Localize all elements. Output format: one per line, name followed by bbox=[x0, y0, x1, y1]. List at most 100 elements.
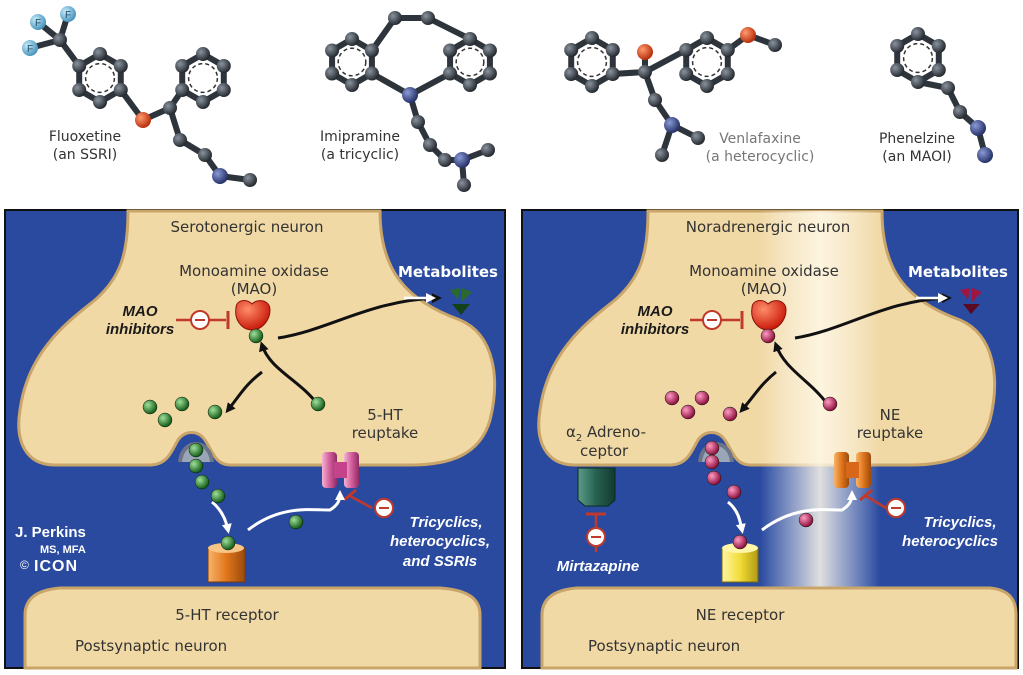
carbon-atom bbox=[364, 66, 379, 81]
transmitter-molecule bbox=[188, 458, 204, 474]
carbon-atom bbox=[648, 93, 662, 107]
left-mao-to-metabolites-arrow bbox=[277, 293, 442, 340]
imipramine-ring2-aromatic-ring bbox=[455, 47, 485, 77]
carbon-atom bbox=[482, 66, 497, 81]
right-reuptake-transporter bbox=[834, 452, 871, 488]
right-mirtazapine-label: Mirtazapine bbox=[557, 558, 640, 575]
right-panel: Noradrenergic neuron Monoamine oxidase (… bbox=[521, 209, 1019, 670]
oxygen-atom bbox=[135, 112, 151, 128]
carbon-atom bbox=[325, 43, 340, 58]
carbon-atom bbox=[911, 75, 925, 89]
right-cleft-arrow bbox=[761, 490, 857, 532]
fluorine-label: F bbox=[65, 10, 71, 21]
carbon-atom bbox=[364, 43, 379, 58]
carbon-atom bbox=[605, 43, 620, 57]
carbon-atom bbox=[175, 83, 190, 97]
carbon-atom bbox=[443, 66, 458, 81]
carbon-atom bbox=[768, 38, 782, 52]
carbon-atom bbox=[53, 33, 67, 47]
carbon-atom bbox=[93, 47, 107, 61]
nitrogen-atom bbox=[977, 147, 993, 163]
left-panel: Serotonergic neuron Monoamine oxidase (M… bbox=[4, 209, 506, 670]
transmitter-molecule bbox=[694, 390, 710, 406]
left-neuron-title: Serotonergic neuron bbox=[171, 218, 324, 236]
left-mao-line1: Monoamine oxidase bbox=[179, 262, 329, 280]
carbon-atom bbox=[463, 78, 477, 92]
transmitter-molecule bbox=[704, 440, 720, 456]
credit-logo: ICON bbox=[34, 558, 78, 575]
left-blocker-line2: heterocyclics, bbox=[390, 533, 490, 550]
nitrogen-atom bbox=[664, 117, 680, 133]
carbon-atom bbox=[564, 43, 579, 57]
right-blocker-line2: heterocyclics bbox=[902, 533, 998, 550]
right-postsynaptic-neuron bbox=[540, 586, 1018, 670]
carbon-atom bbox=[890, 63, 905, 77]
carbon-atom bbox=[605, 67, 620, 81]
right-reuptake-line1: NE bbox=[880, 406, 901, 424]
right-mao-to-metabolites-arrow bbox=[794, 293, 952, 340]
transmitter-molecule bbox=[664, 390, 680, 406]
right-mao-inhibitors-line1: MAO bbox=[638, 303, 673, 320]
fluorine-atom bbox=[60, 6, 76, 22]
right-alpha2-line1: α2 Adreno- bbox=[566, 423, 646, 444]
carbon-atom bbox=[931, 63, 946, 77]
left-mao-inhibitors-line2: inhibitors bbox=[106, 321, 174, 338]
carbon-atom bbox=[163, 101, 177, 115]
carbon-atom bbox=[325, 66, 340, 81]
left-receptor-label: 5-HT receptor bbox=[175, 606, 279, 624]
transmitter-molecule bbox=[760, 328, 776, 344]
oxygen-atom bbox=[637, 44, 653, 60]
left-mao-line2: (MAO) bbox=[231, 280, 277, 298]
transmitter-molecule bbox=[706, 470, 722, 486]
carbon-atom bbox=[345, 78, 359, 92]
phenelzine-label: Phenelzine (an MAOI) bbox=[862, 130, 972, 166]
transmitter-molecule bbox=[310, 396, 326, 412]
left-reuptake-inhibit-line bbox=[349, 494, 373, 510]
imipramine-name: Imipramine bbox=[320, 129, 400, 145]
carbon-atom bbox=[113, 59, 128, 73]
molecules-layer: FFF bbox=[22, 6, 993, 192]
left-reuptake-inhibit-bar bbox=[343, 488, 357, 502]
right-mao-inhibitors-line2: inhibitors bbox=[621, 321, 689, 338]
transmitter-molecule bbox=[248, 328, 264, 344]
left-reuptake-to-vesicle-arrow bbox=[225, 370, 263, 414]
nitrogen-atom bbox=[212, 168, 228, 184]
transmitter-molecule bbox=[157, 412, 173, 428]
molecule-structures: FFF bbox=[22, 6, 993, 192]
carbon-atom bbox=[700, 79, 714, 93]
right-receptor-label: NE receptor bbox=[696, 606, 786, 624]
left-transmitter-molecules bbox=[142, 328, 326, 551]
carbon-atom bbox=[198, 148, 212, 162]
transmitter-molecule bbox=[680, 404, 696, 420]
carbon-atom bbox=[655, 148, 669, 162]
carbon-atom bbox=[421, 11, 435, 25]
carbon-atom bbox=[481, 143, 495, 157]
carbon-atom bbox=[585, 79, 599, 93]
carbon-atom bbox=[388, 11, 402, 25]
carbon-atom bbox=[216, 59, 231, 73]
transmitter-molecule bbox=[142, 399, 158, 415]
imipramine-bond bbox=[425, 15, 473, 42]
transmitter-molecule bbox=[798, 512, 814, 528]
left-mao-inhibitors-line1: MAO bbox=[123, 303, 158, 320]
transmitter-molecule bbox=[704, 454, 720, 470]
carbon-atom bbox=[438, 153, 452, 167]
carbon-atom bbox=[345, 32, 359, 46]
carbon-atom bbox=[720, 67, 735, 81]
right-postsynaptic-label: Postsynaptic neuron bbox=[588, 637, 740, 655]
carbon-atom bbox=[72, 59, 87, 73]
carbon-atom bbox=[700, 31, 714, 45]
carbon-atom bbox=[564, 67, 579, 81]
fluoxetine-label: Fluoxetine (an SSRI) bbox=[30, 128, 140, 164]
carbon-atom bbox=[679, 43, 694, 57]
carbon-atom bbox=[175, 59, 190, 73]
imipramine-label: Imipramine (a tricyclic) bbox=[305, 128, 415, 164]
credit-name: J. Perkins bbox=[15, 524, 86, 541]
left-metabolite-fragments bbox=[450, 288, 472, 315]
carbon-atom bbox=[720, 43, 735, 57]
venlafaxine-label: Venlafaxine (a heterocyclic) bbox=[695, 130, 825, 166]
carbon-atom bbox=[72, 83, 87, 97]
fluorine-atom bbox=[22, 40, 38, 56]
right-reuptake-inhibit-line bbox=[865, 494, 887, 510]
